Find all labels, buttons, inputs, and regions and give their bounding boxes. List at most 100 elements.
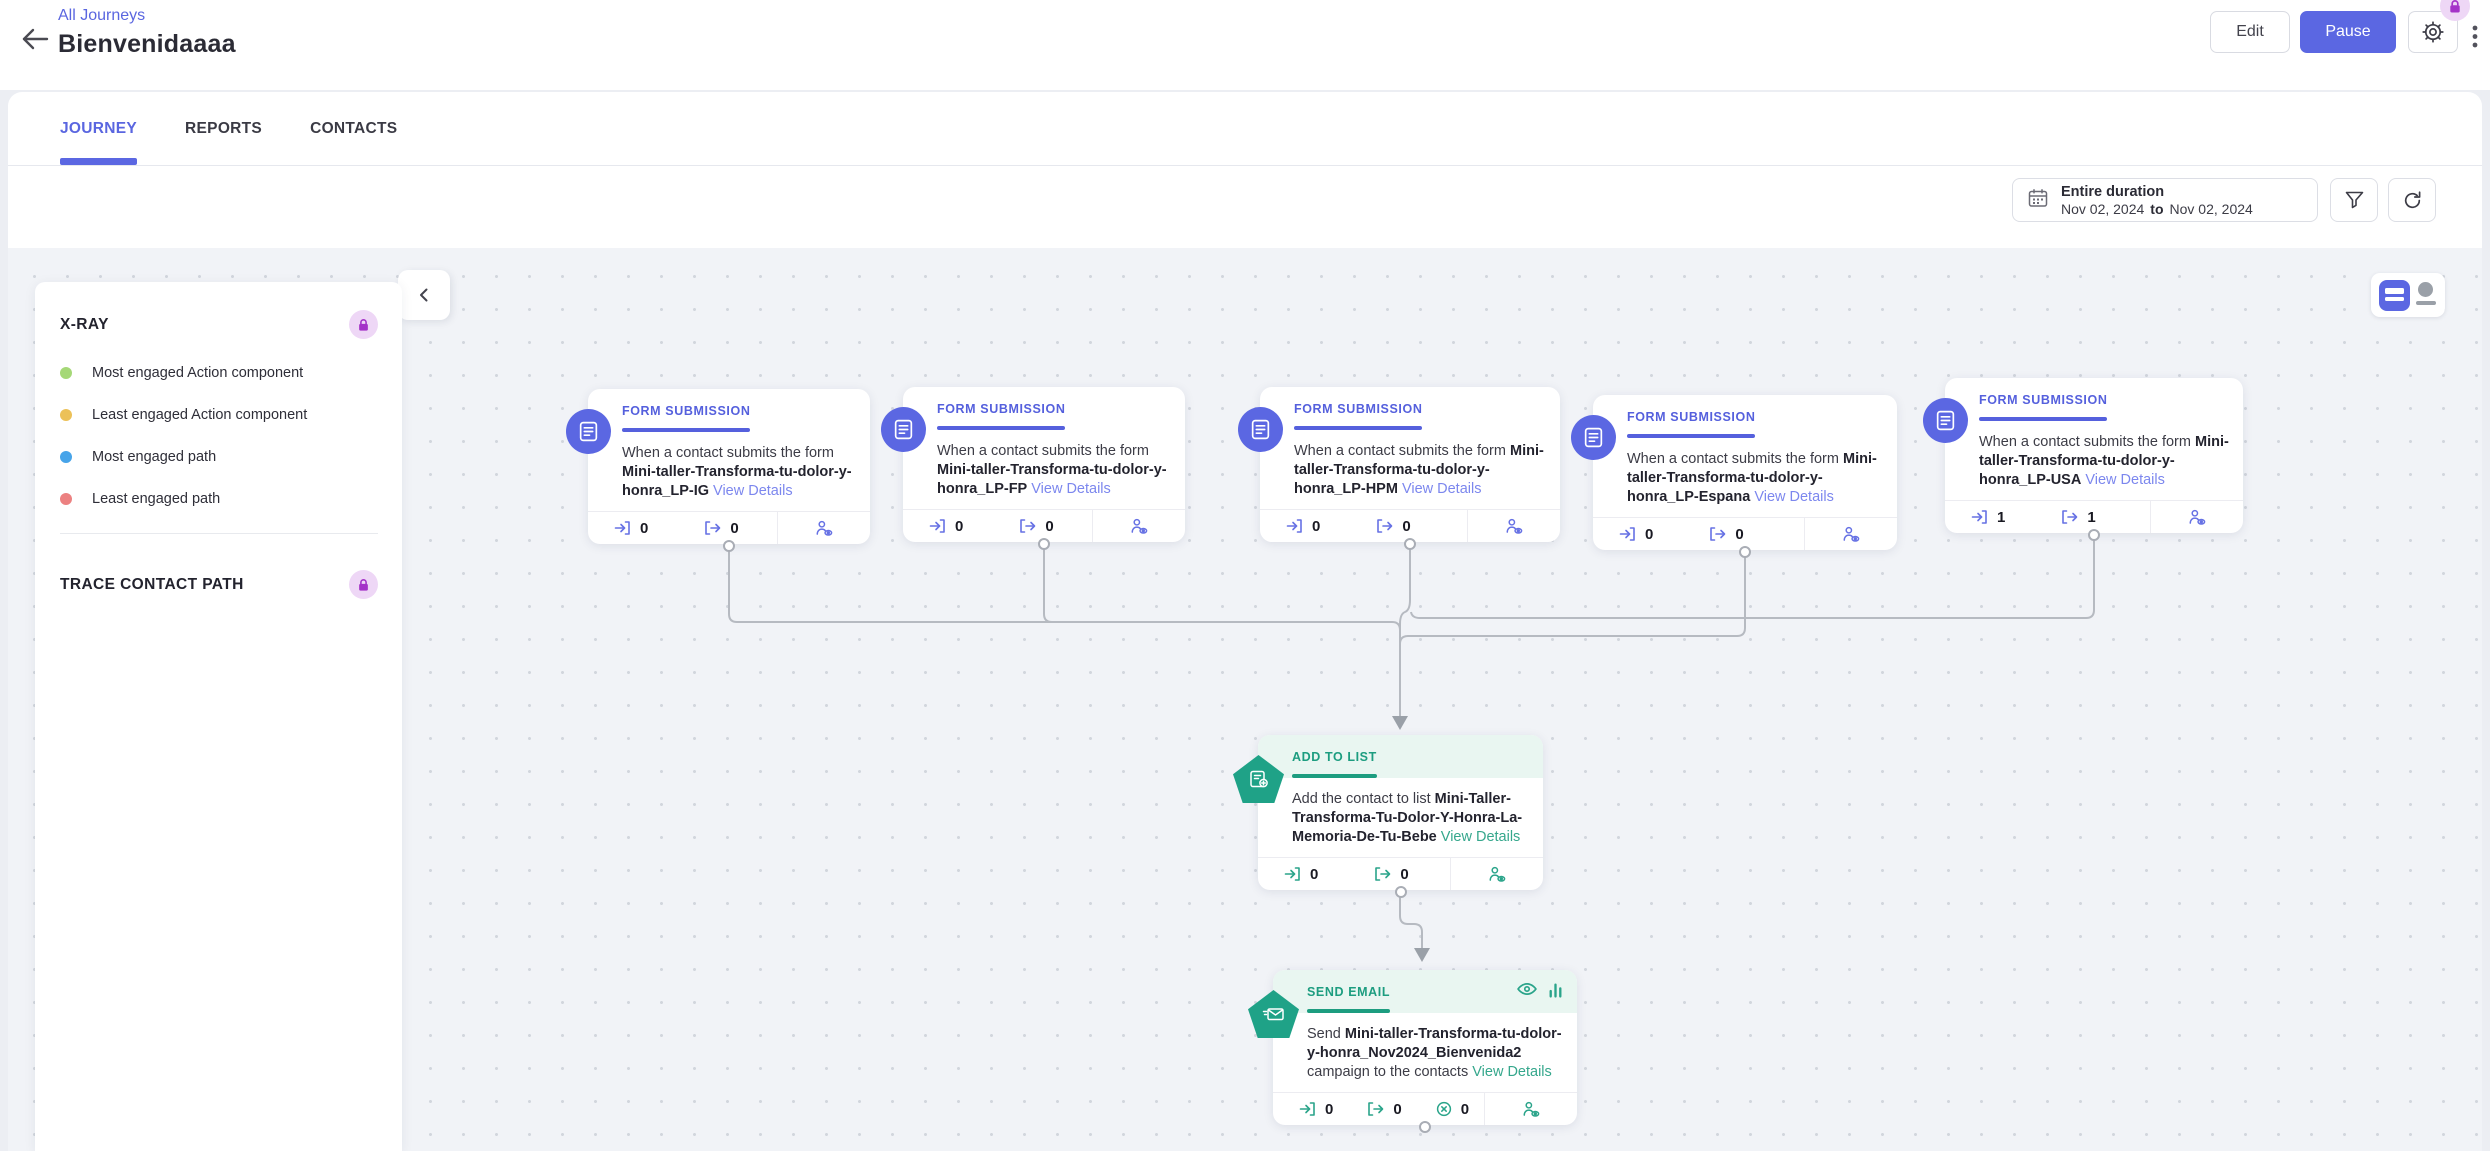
report-chart-icon[interactable] (1548, 982, 1563, 998)
legend-dot-green (60, 367, 72, 379)
view-details-link[interactable]: View Details (1401, 481, 1482, 497)
view-contacts-button[interactable] (778, 520, 870, 536)
person-eye-icon (1843, 526, 1859, 542)
legend-item: Most engaged Action component (60, 365, 378, 381)
date-from[interactable]: Nov 02, 2024 (2061, 200, 2145, 217)
exited-count: 0 (1367, 1101, 1402, 1118)
compact-view-icon[interactable] (2415, 282, 2437, 308)
legend-dot-yellow (60, 409, 72, 421)
person-eye-icon (1523, 1101, 1539, 1117)
exited-count: 0 (1376, 518, 1411, 535)
connector-lines (728, 535, 2095, 962)
connector-port (2088, 529, 2100, 541)
journey-canvas[interactable]: X-RAY Most engaged Action component Leas… (8, 248, 2482, 1151)
node-description: Add the contact to list Mini-Taller-Tran… (1292, 791, 1523, 845)
form-submission-node-4[interactable]: FORM SUBMISSION When a contact submits t… (1571, 395, 1897, 558)
breadcrumb[interactable]: All Journeys (58, 7, 146, 24)
form-submission-node-5[interactable]: FORM SUBMISSION When a contact submits t… (1923, 378, 2243, 541)
refresh-icon (2404, 190, 2420, 208)
more-options-icon[interactable] (2466, 24, 2484, 48)
exited-count: 0 (1019, 518, 1054, 535)
exit-icon (1020, 519, 1036, 533)
exited-count: 0 (1709, 526, 1744, 543)
form-icon (1923, 398, 1968, 443)
form-icon (1238, 407, 1283, 452)
cancel-circle-icon (1436, 1101, 1451, 1117)
view-contacts-button[interactable] (1451, 866, 1543, 882)
divider (1804, 518, 1805, 550)
form-submission-node-1[interactable]: FORM SUBMISSION When a contact submits t… (566, 389, 870, 552)
view-contacts-button[interactable] (1805, 526, 1897, 542)
card-view-icon[interactable] (2379, 279, 2410, 311)
divider (60, 533, 378, 534)
trace-contact-path-title: TRACE CONTACT PATH (60, 575, 244, 593)
view-details-link[interactable]: View Details (713, 483, 793, 499)
tab-journey[interactable]: JOURNEY (60, 92, 138, 165)
pause-button[interactable]: Pause (2300, 11, 2396, 53)
connector-port (1404, 538, 1416, 550)
view-contacts-button[interactable] (1468, 518, 1560, 534)
divider (1092, 510, 1093, 542)
view-contacts-button[interactable] (2151, 509, 2243, 525)
view-details-link[interactable]: View Details (1031, 481, 1111, 497)
connector-port (1419, 1121, 1431, 1133)
premium-lock-icon (2440, 0, 2470, 21)
refresh-button[interactable] (2388, 178, 2436, 222)
connector-port (723, 540, 735, 552)
tab-reports[interactable]: REPORTS (185, 119, 263, 137)
entered-count: 0 (929, 518, 963, 535)
enter-icon (1619, 527, 1635, 541)
enter-icon (1299, 1102, 1315, 1116)
view-details-link[interactable]: View Details (1440, 829, 1521, 845)
filter-button[interactable] (2330, 178, 2378, 222)
view-details-link[interactable]: View Details (2085, 472, 2165, 488)
connector-port (1739, 546, 1751, 558)
form-icon (881, 407, 926, 452)
exit-icon (705, 521, 721, 535)
node-type-label: FORM SUBMISSION (1294, 402, 1423, 430)
canvas-view-toggle (2371, 273, 2445, 317)
enter-icon (929, 519, 945, 533)
node-description: When a contact submits the form Mini-tal… (937, 443, 1167, 497)
entered-count: 0 (1284, 866, 1318, 883)
page-title: Bienvenidaaaa (58, 30, 236, 58)
date-to[interactable]: Nov 02, 2024 (2169, 200, 2253, 217)
exit-icon (1368, 1102, 1384, 1116)
edit-button[interactable]: Edit (2210, 11, 2290, 53)
tab-contacts[interactable]: CONTACTS (310, 119, 398, 137)
person-eye-icon (1131, 518, 1147, 534)
entered-count: 0 (1286, 518, 1320, 535)
xray-legend: Most engaged Action component Least enga… (60, 365, 378, 507)
node-type-label: ADD TO LIST (1292, 750, 1377, 778)
legend-item: Least engaged path (60, 491, 378, 507)
chevron-left-icon (420, 288, 428, 302)
filter-icon (2345, 191, 2363, 209)
divider (1450, 858, 1451, 890)
person-eye-icon (1489, 866, 1505, 882)
exit-icon (1377, 519, 1393, 533)
node-type-label: FORM SUBMISSION (1627, 410, 1756, 438)
preview-eye-icon[interactable] (1517, 982, 1537, 998)
legend-item: Most engaged path (60, 449, 378, 465)
divider (2150, 501, 2151, 533)
sidebar-collapse-button[interactable] (398, 270, 450, 320)
gear-icon (2422, 21, 2444, 43)
enter-icon (1284, 867, 1300, 881)
view-contacts-button[interactable] (1093, 518, 1185, 534)
enter-icon (1971, 510, 1987, 524)
view-details-link[interactable]: View Details (1754, 489, 1834, 505)
form-submission-node-3[interactable]: FORM SUBMISSION When a contact submits t… (1238, 387, 1560, 550)
form-submission-node-2[interactable]: FORM SUBMISSION When a contact submits t… (881, 387, 1185, 550)
view-contacts-button[interactable] (1485, 1101, 1577, 1117)
divider (1467, 510, 1468, 542)
exit-icon (2062, 510, 2078, 524)
form-icon (1571, 415, 1616, 460)
back-arrow-icon[interactable] (18, 22, 52, 56)
view-details-link[interactable]: View Details (1472, 1064, 1552, 1080)
send-email-node[interactable]: SEND EMAIL Send Mini-taller-Transforma-t… (1248, 970, 1577, 1133)
add-to-list-node[interactable]: ADD TO LIST Add the contact to list Mini… (1233, 735, 1543, 898)
node-description: When a contact submits the form Mini-tal… (1627, 451, 1877, 505)
